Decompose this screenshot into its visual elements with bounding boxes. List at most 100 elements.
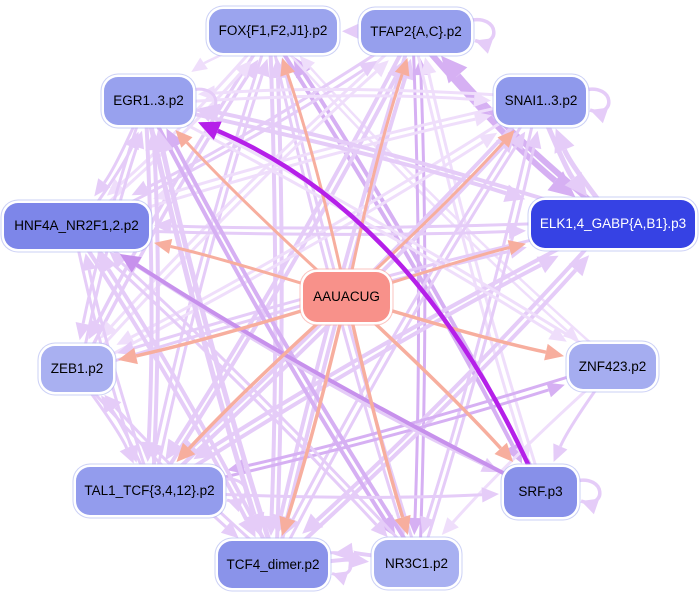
node-srf[interactable]: SRF.p3 (504, 467, 577, 517)
edge-arrowhead (394, 514, 411, 535)
edge (146, 102, 554, 335)
edge (345, 73, 404, 298)
edge-arrowhead (544, 343, 564, 361)
node-zeb1[interactable]: ZEB1.p2 (41, 346, 113, 392)
edge-arrowhead (116, 330, 135, 345)
edge (216, 128, 543, 493)
edge-arrowhead (562, 325, 579, 342)
edge (273, 268, 578, 569)
edge-arrowhead (234, 60, 252, 79)
edge (315, 220, 613, 522)
edge-arrowhead (332, 571, 349, 586)
node-fox[interactable]: FOX{F1,F2,J1}.p2 (209, 9, 337, 53)
edge-arrowhead (507, 240, 526, 256)
node-hnf4a[interactable]: HNF4A_NR2F1,2.p2 (4, 203, 149, 249)
edge-arrowhead (109, 251, 128, 269)
edge (87, 269, 155, 491)
edge-arrowhead (526, 130, 542, 150)
edge-arrowhead (568, 255, 590, 277)
edge (73, 227, 378, 526)
edge-arrowhead (508, 223, 526, 240)
edge-arrowhead (198, 121, 222, 140)
edge-arrowhead (581, 498, 600, 515)
edge (78, 70, 378, 373)
edge-arrowhead (475, 38, 494, 54)
edge-arrowhead (124, 131, 139, 151)
edge (143, 101, 387, 521)
edge-arrowhead (371, 60, 389, 78)
edge-arrowhead (497, 130, 515, 148)
node-snai[interactable]: SNAI1..3.p2 (496, 77, 586, 125)
edge (173, 145, 421, 563)
edge-arrowhead (348, 550, 369, 569)
edge-arrowhead (197, 107, 214, 122)
node-znf423[interactable]: ZNF423.p2 (569, 344, 656, 389)
edge-arrowhead (81, 253, 97, 272)
node-nr3c1[interactable]: NR3C1.p2 (374, 540, 459, 587)
edge-arrowhead (394, 58, 410, 77)
node-tal1[interactable]: TAL1_TCF{3,4,12}.p2 (76, 467, 223, 515)
edge-arrowhead (101, 395, 118, 414)
node-elk[interactable]: ELK1,4_GABP{A,B1}.p3 (531, 200, 695, 248)
node-tfap2[interactable]: TFAP2{A,C}.p2 (361, 10, 471, 53)
edge (214, 87, 542, 100)
edge-arrowhead (509, 131, 526, 150)
edge-arrowhead (175, 130, 193, 148)
edge (148, 94, 475, 106)
edge (285, 296, 349, 519)
edge-arrowhead (420, 515, 435, 535)
edge-arrowhead (154, 239, 173, 254)
edge-arrowhead (441, 55, 468, 84)
edge-arrowhead (241, 59, 259, 80)
edge-arrowhead (553, 443, 568, 462)
edge-arrowhead (547, 171, 576, 198)
edge-arrowhead (279, 515, 296, 536)
edge-arrowhead (154, 218, 172, 234)
edge (142, 101, 257, 516)
edge-arrowhead (145, 130, 164, 151)
edge (286, 73, 348, 298)
edge (344, 296, 405, 518)
edge-arrowhead (421, 57, 437, 76)
edge (426, 99, 540, 519)
edge-arrowhead (227, 497, 244, 512)
edge-arrowhead (554, 128, 575, 154)
edge-arrowhead (548, 326, 567, 342)
node-aauacug[interactable]: AAUACUG (303, 272, 390, 322)
edge-arrowhead (280, 58, 295, 77)
edge-arrowhead (118, 347, 138, 365)
edge-arrowhead (546, 382, 565, 398)
edge-arrowhead (473, 91, 491, 108)
edge-arrowhead (333, 542, 354, 561)
edge-arrowhead (119, 254, 142, 273)
edge (418, 74, 427, 564)
node-egr[interactable]: EGR1..3.p2 (104, 77, 193, 125)
edge (168, 96, 541, 195)
edge (274, 77, 284, 565)
edge-arrowhead (119, 445, 134, 464)
edge-arrowhead (481, 487, 499, 503)
edge-arrowhead (131, 180, 151, 196)
edge-arrowhead (238, 515, 256, 538)
edge-arrowhead (370, 519, 388, 538)
edge-arrowhead (176, 442, 196, 462)
edge (130, 96, 541, 339)
edge (160, 151, 279, 565)
edge-arrowhead (75, 322, 91, 341)
edge-arrowhead (166, 128, 184, 151)
edge-arrowhead (342, 22, 362, 41)
edge-arrowhead (494, 442, 514, 462)
edge (411, 31, 558, 184)
edge (135, 263, 542, 494)
edge-arrowhead (191, 57, 208, 72)
node-tcf4[interactable]: TCF4_dimer.p2 (218, 541, 328, 588)
edge (143, 100, 154, 443)
edge-arrowhead (198, 85, 216, 101)
edge (174, 28, 415, 445)
edge-arrowhead (358, 60, 378, 77)
edge-arrowhead (165, 438, 184, 461)
edge (150, 149, 160, 492)
edge-arrowhead (94, 178, 111, 197)
